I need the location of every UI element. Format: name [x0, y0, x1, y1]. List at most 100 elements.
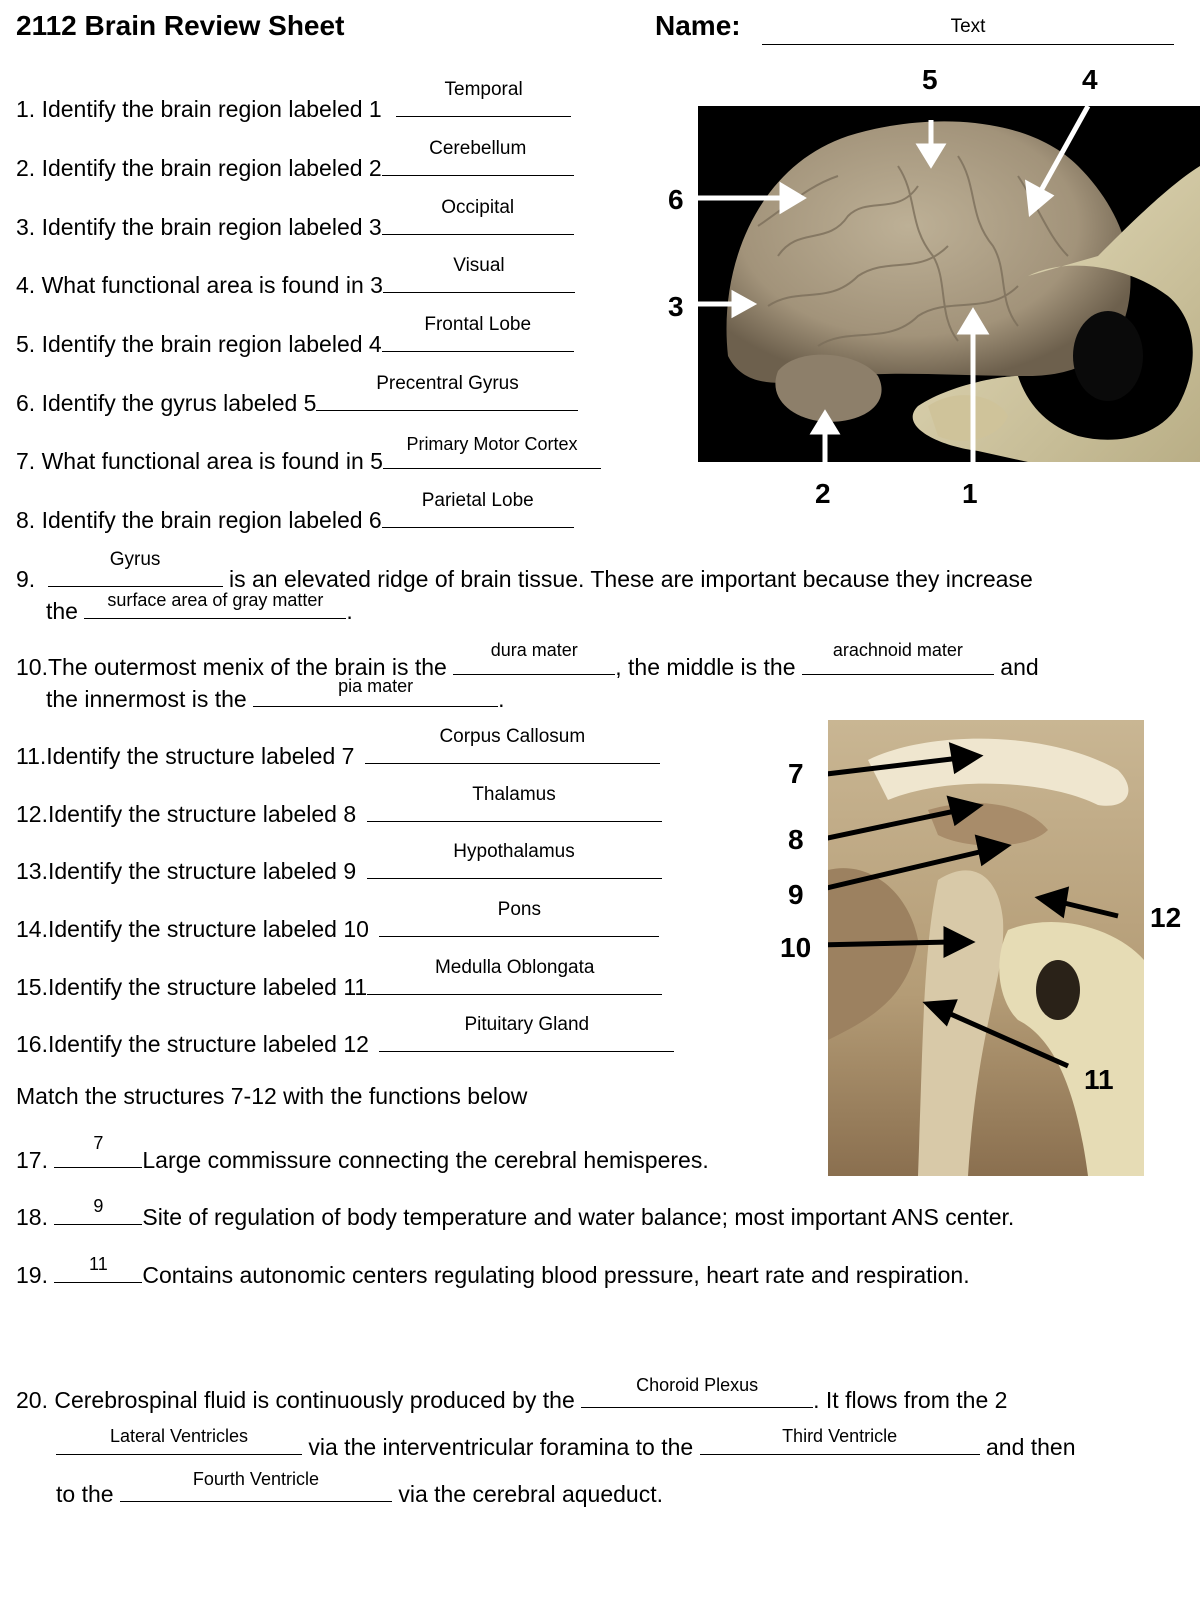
- question-number: 4.: [16, 272, 36, 298]
- page-title: 2112 Brain Review Sheet: [16, 10, 345, 41]
- question-text: The outermost menix of the brain is the: [47, 654, 447, 680]
- question-text: is an elevated ridge of brain tissue. Th…: [228, 566, 1033, 592]
- question-number: 6.: [16, 390, 36, 416]
- answer-blank[interactable]: Corpus Callosum: [364, 726, 660, 764]
- answer-text: Pituitary Gland: [464, 1014, 590, 1035]
- figure2-label-9: 9: [788, 879, 804, 910]
- answer-blank[interactable]: dura mater: [453, 640, 616, 675]
- figure2-arrows: [828, 742, 1119, 1069]
- answer-blank[interactable]: pia mater: [253, 676, 499, 707]
- question-prompt: Identify the brain region labeled 3: [41, 214, 382, 240]
- arrow-4: [1035, 106, 1091, 198]
- answer-blank[interactable]: Visual: [382, 255, 575, 293]
- question-text: via the cerebral aqueduct.: [398, 1481, 663, 1507]
- name-field[interactable]: Text: [762, 14, 1174, 45]
- answer-blank[interactable]: Gyrus: [47, 549, 223, 587]
- answer-blank[interactable]: Hypothalamus: [366, 841, 662, 879]
- question-20-line-2: Lateral Ventricles via the interventricu…: [56, 1426, 1076, 1461]
- punctuation: .: [346, 598, 353, 624]
- name-label: Name:: [655, 10, 741, 41]
- cerebellum-shape: [775, 354, 882, 422]
- question-number: 19.: [16, 1262, 48, 1288]
- answer-blank[interactable]: Pituitary Gland: [379, 1014, 675, 1052]
- arrow-10-head: [943, 925, 976, 959]
- arrow-11: [944, 1009, 1070, 1069]
- question-20: 20. Cerebrospinal fluid is continuously …: [16, 1375, 1007, 1414]
- question-text: via the interventricular foramina to the: [308, 1434, 694, 1460]
- answer-blank[interactable]: 11: [54, 1254, 143, 1283]
- arrow-7: [828, 755, 961, 777]
- answer-blank[interactable]: Occipital: [381, 197, 574, 235]
- question-number: 3.: [16, 214, 36, 240]
- figure1-arrows: [698, 106, 1091, 462]
- figure1-label-2: 2: [815, 478, 831, 509]
- sinus-cavity: [1036, 960, 1080, 1020]
- answer-blank[interactable]: Parietal Lobe: [381, 490, 574, 528]
- question-text: Cerebrospinal fluid is continuously prod…: [54, 1387, 575, 1413]
- answer-blank[interactable]: surface area of gray matter: [84, 590, 347, 619]
- answer-blank[interactable]: Choroid Plexus: [581, 1375, 814, 1408]
- answer-text: 11: [89, 1254, 108, 1274]
- question-prompt: Identify the structure labeled 9: [47, 858, 357, 884]
- question-number: 17.: [16, 1147, 48, 1173]
- answer-blank[interactable]: Fourth Ventricle: [119, 1469, 392, 1502]
- question-text: and then: [985, 1434, 1076, 1460]
- question-number: 13.: [16, 858, 48, 884]
- answer-blank[interactable]: Primary Motor Cortex: [382, 434, 601, 469]
- question-number: 1.: [16, 96, 36, 122]
- answer-blank[interactable]: Lateral Ventricles: [56, 1426, 302, 1455]
- answer-blank[interactable]: Pons: [379, 899, 660, 937]
- answer-blank[interactable]: Precentral Gyrus: [316, 373, 579, 411]
- cerebellum-section: [828, 868, 918, 1040]
- question-number: 9.: [16, 566, 36, 592]
- answer-text: Precentral Gyrus: [376, 373, 519, 394]
- answer-blank[interactable]: arachnoid mater: [801, 640, 994, 675]
- answer-text: Occipital: [441, 197, 515, 218]
- answer-blank[interactable]: Frontal Lobe: [381, 314, 574, 352]
- question-prompt: Identify the structure labeled 12: [47, 1031, 369, 1057]
- answer-text: Corpus Callosum: [439, 726, 586, 747]
- answer-text: 9: [93, 1196, 104, 1216]
- answer-text: surface area of gray matter: [107, 590, 324, 610]
- question-number: 2.: [16, 155, 36, 181]
- arrow-12: [1059, 899, 1119, 919]
- question-1: 1. Identify the brain region labeled 1 T…: [16, 79, 572, 123]
- answer-text: Third Ventricle: [782, 1426, 898, 1446]
- question-14: 14.Identify the structure labeled 10 Pon…: [16, 899, 660, 943]
- answer-blank[interactable]: 7: [54, 1133, 143, 1168]
- question-prompt: Identify the brain region labeled 1: [41, 96, 382, 122]
- arrow-6-head: [779, 181, 807, 215]
- answer-text: dura mater: [490, 640, 578, 660]
- figure1-label-1: 1: [962, 478, 978, 509]
- answer-blank[interactable]: 9: [54, 1196, 143, 1225]
- question-number: 16.: [16, 1031, 48, 1057]
- answer-text: Choroid Plexus: [636, 1375, 759, 1395]
- answer-text: Visual: [453, 255, 505, 276]
- answer-blank[interactable]: Cerebellum: [381, 138, 574, 176]
- answer-text: Medulla Oblongata: [434, 957, 595, 978]
- question-prompt: What functional area is found in 5: [41, 448, 383, 474]
- question-prompt: Identify the structure labeled 10: [47, 916, 369, 942]
- arrow-10: [828, 939, 951, 948]
- answer-blank[interactable]: Medulla Oblongata: [367, 957, 663, 995]
- figure2-label-10: 10: [780, 932, 812, 963]
- answer-text: Parietal Lobe: [421, 490, 534, 511]
- question-number: 8.: [16, 507, 36, 533]
- arrow-8: [828, 807, 961, 841]
- question-text: the innermost is the: [46, 686, 247, 712]
- arrow-2-head: [809, 409, 841, 435]
- question-16: 16.Identify the structure labeled 12 Pit…: [16, 1014, 675, 1058]
- question-prompt: Identify the structure labeled 11: [47, 974, 368, 1000]
- answer-blank[interactable]: Thalamus: [366, 784, 662, 822]
- answer-text: Fourth Ventricle: [192, 1469, 319, 1489]
- figure1-label-4: 4: [1082, 64, 1098, 95]
- answer-blank[interactable]: Temporal: [396, 79, 572, 117]
- arrow-11-head: [922, 999, 958, 1027]
- answer-blank[interactable]: Third Ventricle: [699, 1426, 980, 1455]
- question-number: 5.: [16, 331, 36, 357]
